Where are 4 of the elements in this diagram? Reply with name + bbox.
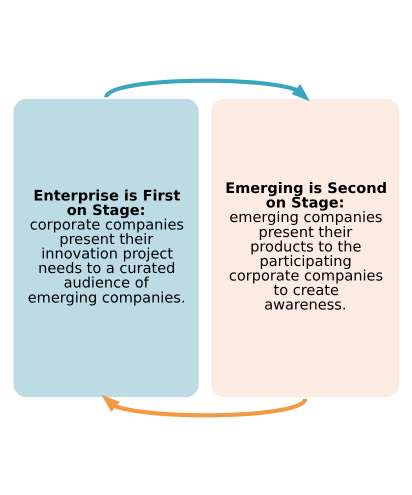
node-box: Enterprise is First on Stage: corporate companies present their innovation project needs to a curated audience of emerging companies.: [12, 97, 200, 398]
node-box: Emerging is Second on Stage: emerging companies present their products to the participating corporate companies to create awareness.: [210, 97, 400, 398]
arrow: [104, 78, 310, 101]
arrow: [100, 394, 306, 417]
